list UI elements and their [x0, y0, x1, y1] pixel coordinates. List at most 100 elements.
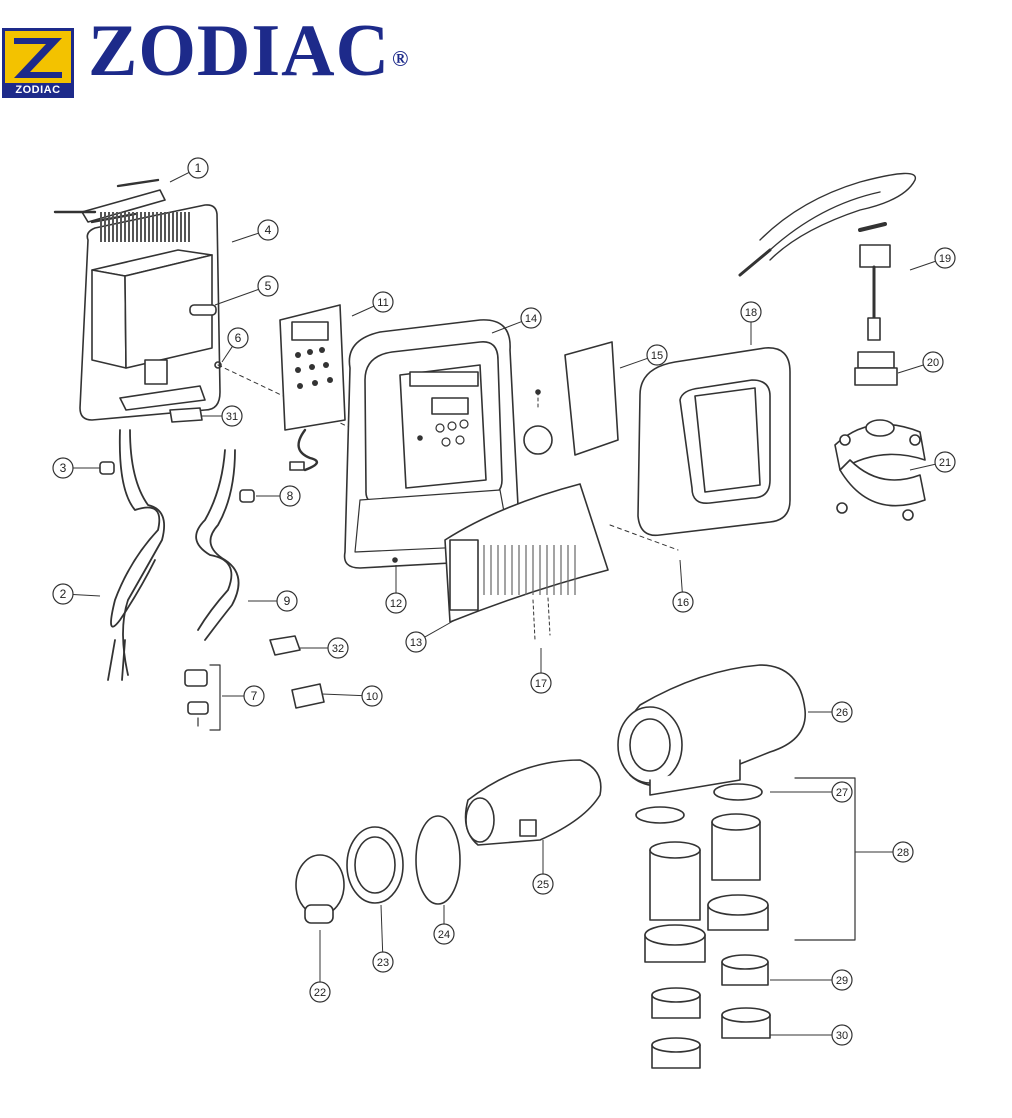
callout-8: 8 — [256, 485, 301, 507]
union-nut-23 — [346, 826, 404, 904]
callout-leader-line — [491, 321, 522, 334]
callout-leader-line — [169, 172, 190, 183]
callout-circle — [831, 701, 853, 723]
callout-circle — [892, 841, 914, 863]
callout-circle — [646, 344, 668, 366]
callout-15: 15 — [619, 344, 668, 369]
callout-number: 2 — [60, 587, 67, 601]
callout-number: 11 — [377, 297, 388, 309]
callout-leader-line — [909, 463, 936, 471]
callout-number: 1 — [195, 161, 202, 175]
cover-flap — [564, 341, 619, 456]
callout-number: 14 — [525, 313, 537, 325]
power-supply-unit — [79, 204, 221, 421]
callout-circle — [221, 405, 243, 427]
callout-number: 17 — [535, 678, 547, 690]
callout-circle — [922, 351, 944, 373]
callout-21: 21 — [909, 451, 956, 473]
callout-number: 28 — [897, 847, 909, 859]
lower-grille-cover — [444, 483, 609, 623]
front-cover — [637, 347, 791, 537]
callout-layer: 1234567891011121314151617181920212223242… — [52, 157, 956, 1046]
callout-circle — [532, 873, 554, 895]
callout-circle — [740, 301, 762, 323]
callout-circle — [831, 969, 853, 991]
callout-leader-line — [231, 232, 259, 243]
callout-circle — [52, 583, 74, 605]
control-board — [279, 304, 346, 472]
callout-circle — [257, 219, 279, 241]
callout-circle — [385, 592, 407, 614]
callout-13: 13 — [405, 619, 456, 653]
brand-wordmark-text: ZODIAC — [88, 10, 391, 92]
callout-number: 8 — [287, 489, 294, 503]
callout-3: 3 — [52, 457, 100, 479]
brand-wordmark: ZODIAC® — [88, 14, 410, 88]
callout-number: 23 — [377, 957, 389, 969]
sensor-cable — [195, 449, 240, 641]
power-cable — [107, 429, 166, 681]
callout-circle — [52, 457, 74, 479]
callout-circle — [530, 672, 552, 694]
callout-circle — [520, 307, 542, 329]
callout-14: 14 — [491, 307, 542, 334]
cable-gland-3 — [99, 461, 115, 475]
union-fittings — [635, 783, 771, 1069]
main-housing — [343, 319, 521, 569]
callout-leader-line — [424, 619, 456, 638]
callout-circle — [405, 631, 427, 653]
callout-number: 29 — [836, 975, 848, 987]
callout-22: 22 — [309, 930, 331, 1003]
callout-10: 10 — [321, 685, 383, 707]
plug-connector — [291, 683, 325, 709]
o-ring — [415, 815, 461, 905]
end-cap — [295, 854, 345, 924]
callout-leader-line — [351, 305, 375, 317]
callout-number: 15 — [651, 350, 663, 362]
callout-circle — [227, 327, 249, 349]
callout-circle — [279, 485, 301, 507]
connector-31 — [169, 407, 203, 423]
callout-11: 11 — [351, 291, 394, 317]
callout-number: 21 — [939, 457, 951, 469]
emblem-caption: ZODIAC — [15, 84, 61, 96]
callout-16: 16 — [672, 559, 694, 613]
registered-mark: ® — [392, 46, 410, 71]
callout-number: 30 — [836, 1030, 848, 1042]
callout-circle — [187, 157, 209, 179]
callout-12: 12 — [385, 565, 407, 614]
callout-9: 9 — [248, 590, 298, 612]
threaded-fitting — [854, 351, 898, 386]
terminal-block — [184, 664, 221, 731]
callout-leader-line — [380, 904, 384, 953]
callout-number: 24 — [438, 929, 450, 941]
callout-20: 20 — [897, 351, 944, 374]
electrolysis-cell-body — [617, 664, 806, 796]
callout-circle — [327, 637, 349, 659]
callout-30: 30 — [770, 1024, 853, 1046]
callout-19: 19 — [909, 247, 956, 271]
callout-leader-line — [321, 693, 363, 697]
callout-leader-line — [72, 594, 101, 597]
callout-number: 6 — [235, 331, 242, 345]
relay-block — [269, 635, 301, 656]
callout-27: 27 — [770, 781, 853, 803]
fuse — [189, 304, 217, 316]
brand-logo: ZODIAC ZODIAC® — [0, 0, 420, 100]
callout-29: 29 — [770, 969, 853, 991]
callout-circle — [934, 451, 956, 473]
callout-leader-line — [897, 364, 924, 374]
callout-circle — [257, 275, 279, 297]
callout-number: 25 — [537, 879, 549, 891]
callout-circle — [433, 923, 455, 945]
temperature-sensor — [738, 172, 917, 341]
callout-17: 17 — [530, 648, 552, 694]
callout-number: 16 — [677, 597, 689, 609]
callout-31: 31 — [202, 405, 243, 427]
callout-number: 31 — [226, 411, 238, 423]
callout-25: 25 — [532, 840, 554, 895]
callout-number: 12 — [390, 598, 402, 610]
callout-circle — [934, 247, 956, 269]
